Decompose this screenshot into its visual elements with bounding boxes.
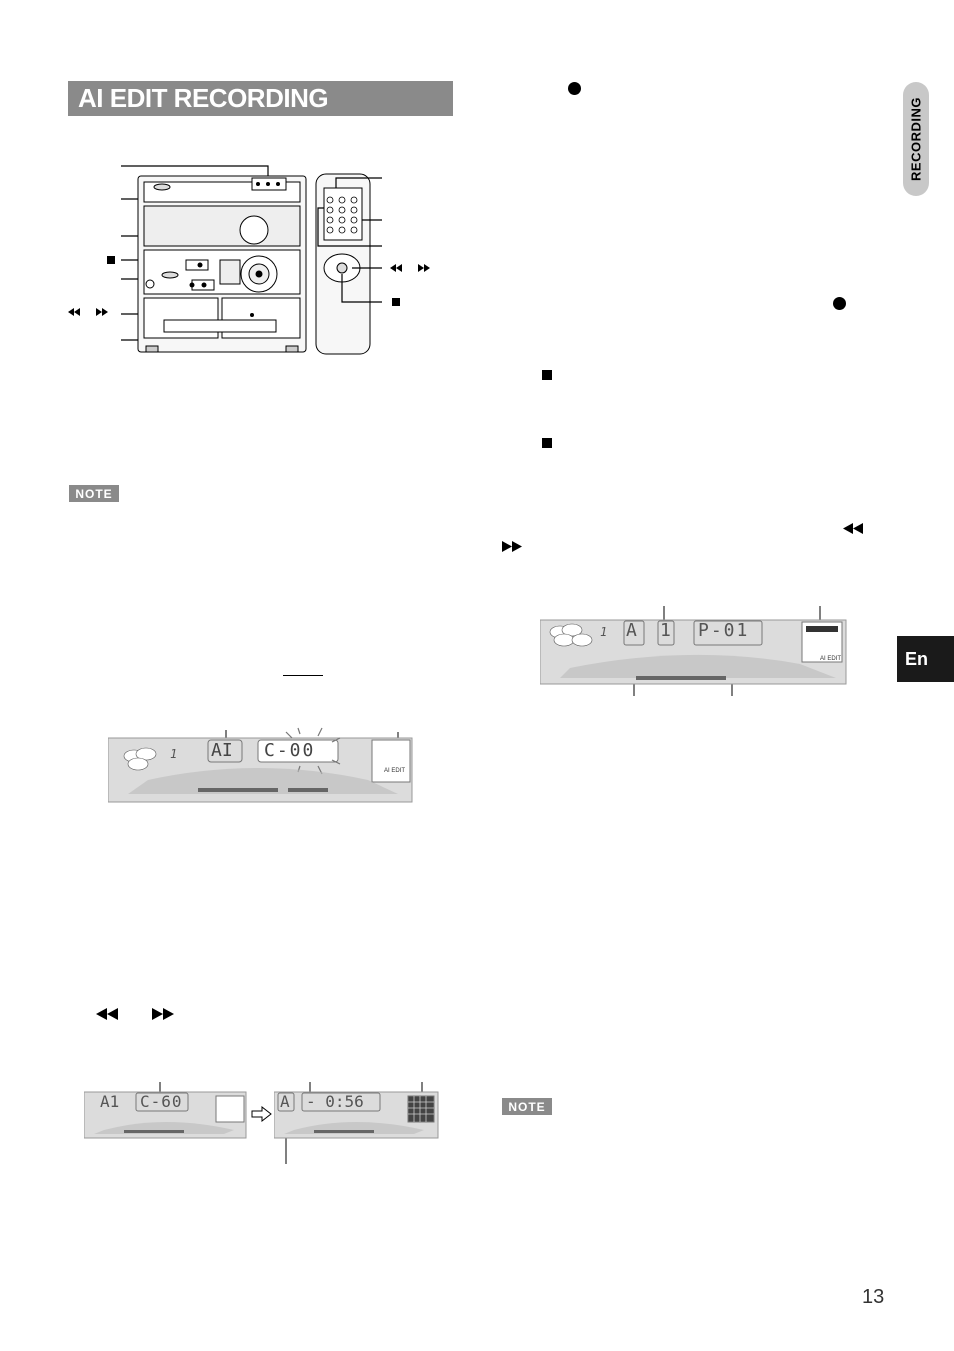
- fast-forward-icon: [152, 1008, 178, 1020]
- lcd-display-ai-edit: 1 AI C-00 AI EDIT: [108, 724, 414, 806]
- svg-text:1: 1: [170, 747, 177, 761]
- record-dot-icon: [568, 82, 581, 95]
- display4-mid-text: 1: [660, 620, 671, 641]
- rewind-ff-icon-left: [68, 308, 108, 316]
- stop-icon: [107, 256, 115, 264]
- display1-small-label: AI EDIT: [384, 768, 406, 774]
- display4-small-label: AI EDIT: [820, 656, 842, 662]
- section-tab-label: RECORDING: [908, 97, 924, 181]
- underline-rule: [283, 675, 323, 676]
- page-title: AI EDIT RECORDING: [68, 81, 453, 116]
- stop-icon-remote: [392, 298, 400, 306]
- section-tab-recording: RECORDING: [903, 82, 929, 196]
- display2-left-text: A1: [100, 1092, 120, 1111]
- lcd-display-remaining-time: A - 0:56: [274, 1080, 440, 1166]
- language-tab: En: [897, 636, 954, 682]
- display4-left-text: A: [626, 620, 637, 641]
- stop-square-icon: [542, 370, 552, 380]
- arrow-right-icon: [251, 1106, 273, 1122]
- rewind-icon-right: [843, 523, 867, 534]
- display1-right-text: C-00: [264, 740, 316, 761]
- rewind-ff-icon-right: [390, 264, 430, 272]
- note-badge-left: NOTE: [69, 485, 119, 502]
- note-badge-right: NOTE: [502, 1098, 552, 1115]
- page-number: 13: [862, 1286, 885, 1308]
- stereo-unit-illustration: [66, 160, 446, 360]
- lcd-display-program: 1 A 1 P-01 AI EDIT: [540, 604, 848, 698]
- display4-right-text: P-01: [698, 620, 750, 641]
- display3-left-text: A: [280, 1092, 290, 1111]
- display2-right-text: C-60: [140, 1092, 183, 1111]
- fast-forward-icon-right: [502, 541, 526, 552]
- record-dot-icon-2: [833, 297, 846, 310]
- svg-text:1: 1: [600, 625, 607, 639]
- lcd-display-tape-length: A1 C-60: [84, 1080, 248, 1142]
- rewind-icon: [96, 1008, 122, 1020]
- display1-left-text: AI: [211, 740, 233, 761]
- display3-right-text: - 0:56: [306, 1092, 364, 1111]
- stop-square-icon-2: [542, 438, 552, 448]
